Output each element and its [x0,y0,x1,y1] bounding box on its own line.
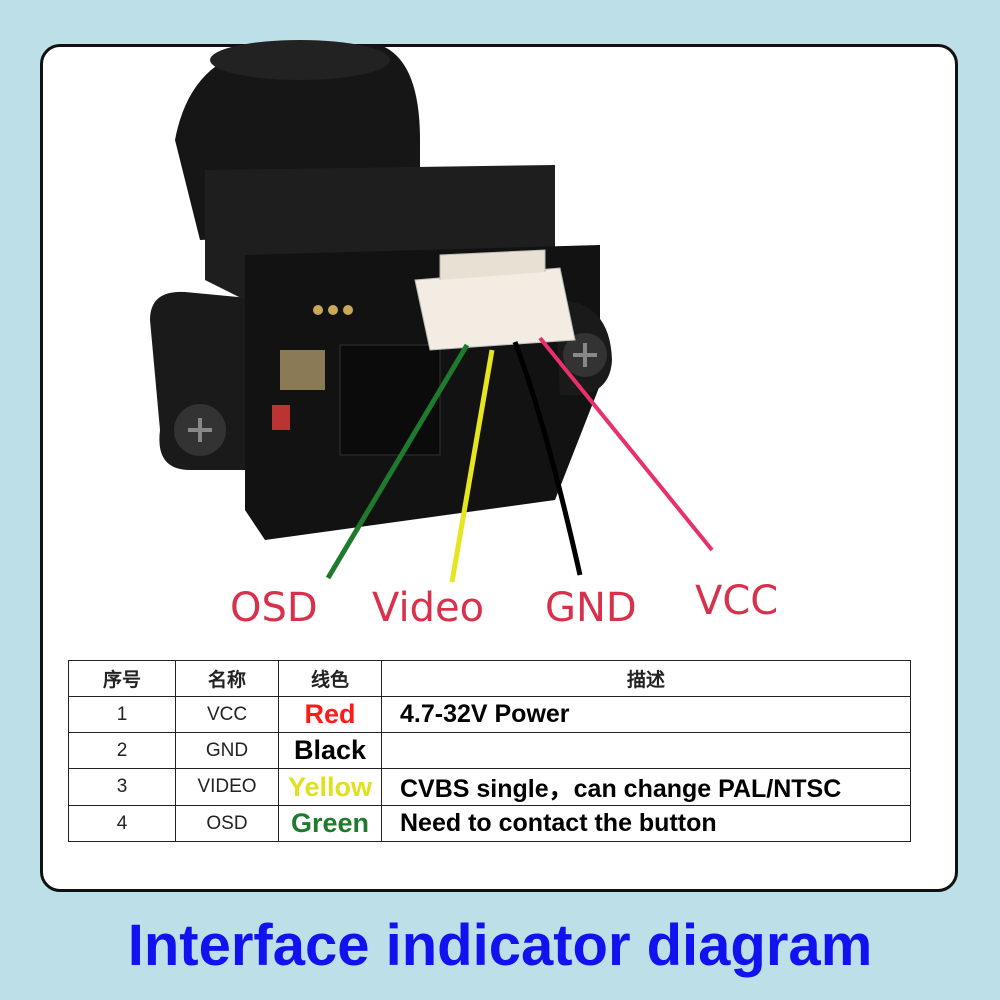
label-vcc: VCC [695,578,779,624]
cell-desc: 4.7-32V Power [381,696,911,733]
diagram-title: Interface indicator diagram [127,913,873,978]
wire-pink [538,336,714,552]
header-desc: 描述 [381,660,911,697]
cell-name: OSD [175,805,279,842]
cell-desc: Need to contact the button [381,805,911,842]
wire-green [325,343,470,580]
camera-image [150,40,612,540]
cell-name: VCC [175,696,279,733]
wire-black [512,341,583,576]
label-video: Video [372,585,485,631]
cell-no: 3 [68,768,176,806]
cell-desc: CVBS single，can change PAL/NTSC [381,768,911,806]
header-color: 线色 [278,660,382,697]
table-row: 1 VCC Red 4.7-32V Power [68,696,911,733]
pinout-table: 序号 名称 线色 描述 1 VCC Red 4.7-32V Power 2 GN… [68,660,911,842]
cell-no: 2 [68,732,176,769]
wire-yellow [449,349,495,583]
table-row: 3 VIDEO Yellow CVBS single，can change PA… [68,768,911,806]
header-name: 名称 [175,660,279,697]
table-header: 序号 名称 线色 描述 [68,660,911,697]
cell-no: 4 [68,805,176,842]
cell-color: Black [278,732,382,769]
label-osd: OSD [230,585,318,631]
cell-name: GND [175,732,279,769]
cell-color: Yellow [278,768,382,806]
cell-no: 1 [68,696,176,733]
cell-desc [381,732,911,769]
table-row: 2 GND Black [68,732,911,769]
label-gnd: GND [545,585,637,631]
table-row: 4 OSD Green Need to contact the button [68,805,911,842]
cell-color: Red [278,696,382,733]
cell-color: Green [278,805,382,842]
header-no: 序号 [68,660,176,697]
cell-name: VIDEO [175,768,279,806]
